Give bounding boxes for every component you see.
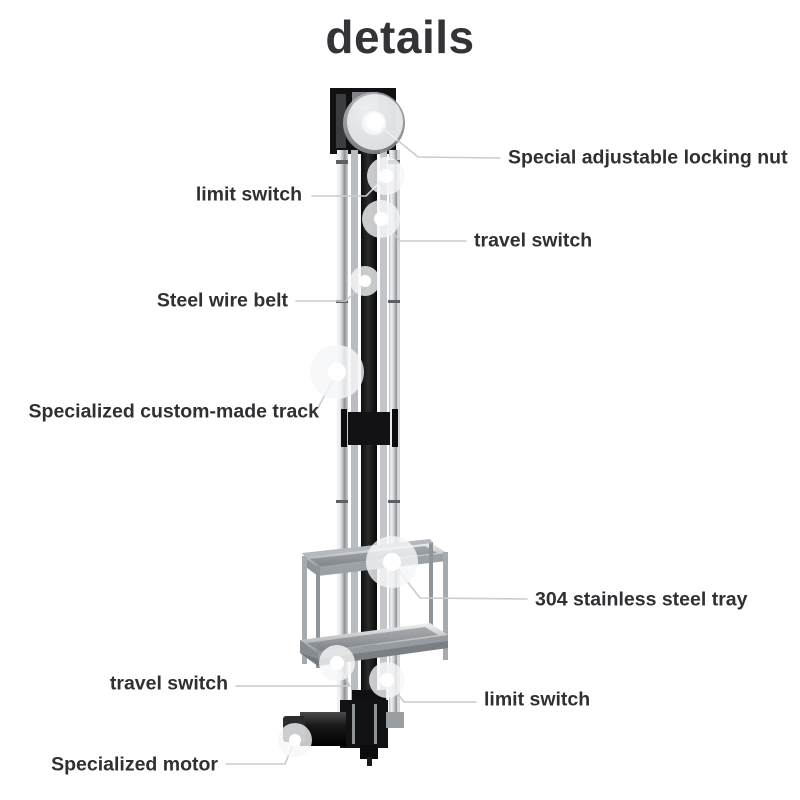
callout-label-special-adjustable-locking-nut: Special adjustable locking nut (508, 146, 788, 169)
callout-marker-special-adjustable-locking-nut[interactable] (347, 94, 403, 150)
callout-markers (278, 94, 418, 757)
callout-marker-steel-wire-belt[interactable] (350, 266, 380, 296)
callout-label-stainless-steel-tray: 304 stainless steel tray (535, 588, 748, 611)
carriage-block (341, 409, 398, 447)
page-title: details (325, 11, 475, 63)
callout-label-travel-switch-upper: travel switch (474, 229, 593, 252)
callout-marker-specialized-motor[interactable] (278, 723, 312, 757)
tray-frame-posts (302, 542, 448, 668)
marker-dot (328, 363, 346, 381)
marker-dot (366, 113, 384, 131)
marker-dot (330, 656, 344, 670)
callout-marker-travel-switch-upper[interactable] (362, 200, 400, 238)
callout-marker-specialized-custom-made-track[interactable] (310, 345, 364, 399)
marker-dot (289, 734, 301, 746)
callout-label-limit-switch-lower: limit switch (484, 688, 591, 711)
marker-dot (379, 169, 393, 183)
callout-label-limit-switch-upper: limit switch (195, 183, 302, 206)
callout-marker-limit-switch-upper[interactable] (367, 157, 405, 195)
callout-label-specialized-motor: Specialized motor (51, 753, 218, 776)
callout-marker-travel-switch-lower[interactable] (319, 645, 355, 681)
marker-dot (383, 553, 401, 571)
marker-dot (380, 673, 394, 687)
marker-dot (359, 275, 371, 287)
callout-marker-stainless-steel-tray[interactable] (366, 536, 418, 588)
callout-label-specialized-custom-made-track: Specialized custom-made track (28, 400, 319, 423)
callout-marker-limit-switch-lower[interactable] (369, 662, 405, 698)
callout-label-steel-wire-belt: Steel wire belt (156, 289, 288, 312)
marker-dot (374, 212, 388, 226)
callout-label-travel-switch-lower: travel switch (109, 672, 228, 695)
